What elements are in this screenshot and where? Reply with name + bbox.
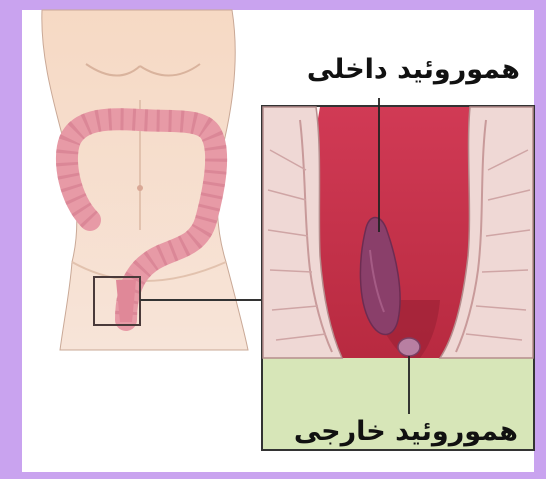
external-hemorrhoid — [398, 338, 420, 356]
external-hemorrhoid-label: هموروئید خارجی — [294, 418, 518, 445]
zoom-inset — [262, 98, 534, 450]
internal-hemorrhoid-label: هموروئید داخلی — [307, 56, 520, 83]
